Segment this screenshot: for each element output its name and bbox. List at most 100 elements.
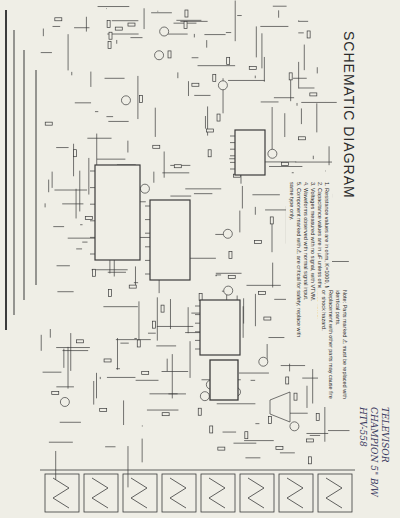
transistor-symbol — [60, 397, 69, 406]
wire — [304, 45, 305, 71]
resistor-symbol — [192, 83, 199, 86]
wire — [70, 333, 71, 371]
wire — [112, 20, 139, 21]
transistor-symbol — [218, 81, 227, 90]
wire — [75, 102, 91, 103]
resistor-symbol — [213, 74, 216, 81]
resistor-symbol — [162, 413, 169, 416]
waveform-trace — [209, 478, 225, 508]
wire — [116, 368, 120, 369]
wire — [63, 350, 89, 351]
resistor-symbol — [128, 23, 135, 26]
wire — [269, 166, 302, 167]
wire — [162, 371, 189, 372]
wire — [54, 190, 87, 191]
resistor-symbol — [115, 27, 122, 30]
handwritten-text: TELEVISOR — [379, 407, 390, 497]
wire — [134, 338, 137, 339]
wire — [79, 171, 80, 212]
resistor-symbol — [289, 73, 292, 80]
resistor-symbol — [137, 340, 140, 347]
ic-block — [235, 130, 265, 175]
wire — [301, 108, 302, 124]
wire — [157, 10, 158, 12]
resistor-symbol — [316, 413, 319, 420]
resistor-symbol — [229, 251, 232, 258]
resistor-symbol — [152, 321, 155, 328]
waveform-strip — [40, 470, 360, 512]
wire — [105, 78, 125, 79]
wire — [235, 1, 236, 42]
wire — [147, 410, 179, 411]
wire — [155, 108, 156, 137]
wire — [127, 141, 128, 153]
resistor-symbol — [270, 217, 273, 224]
wire — [170, 299, 171, 329]
wire — [252, 194, 279, 195]
wire — [206, 40, 207, 48]
wire — [198, 65, 236, 66]
wire — [310, 435, 320, 436]
wire — [107, 377, 136, 378]
wire — [56, 147, 68, 148]
resistor-symbol — [208, 150, 211, 157]
wire — [43, 372, 62, 373]
wire — [87, 138, 111, 139]
ic-pin — [230, 169, 235, 170]
wire — [105, 446, 115, 447]
waveform-box — [240, 474, 274, 512]
wire — [188, 307, 189, 333]
wire — [168, 34, 188, 35]
circuit-wiring — [6, 1, 349, 488]
wire — [215, 234, 223, 235]
wire — [185, 188, 221, 189]
wire — [63, 349, 64, 368]
resistor-symbol — [107, 21, 110, 28]
wire — [215, 275, 217, 276]
wire — [41, 52, 52, 53]
wire — [274, 97, 294, 98]
ic-pin — [230, 162, 235, 163]
transistor-symbol — [200, 392, 209, 401]
resistor-symbol — [227, 57, 230, 64]
wire — [298, 32, 303, 33]
wire — [93, 381, 94, 405]
waveform-box — [201, 474, 235, 512]
resistor-symbol — [207, 129, 214, 132]
wire — [190, 341, 191, 378]
wire — [56, 347, 90, 348]
wire — [123, 400, 124, 425]
wire — [108, 121, 128, 122]
wire — [151, 12, 172, 13]
resistor-symbol — [307, 31, 310, 38]
wire — [138, 301, 139, 345]
wire — [80, 224, 82, 225]
ic-pin — [195, 306, 200, 307]
wire — [261, 33, 262, 68]
transistor-symbol — [290, 422, 299, 431]
resistor-symbol — [254, 240, 261, 243]
note-text: 4. Waveforms observed with normal signal… — [302, 182, 309, 347]
wire — [96, 373, 97, 398]
transistor-symbol — [224, 286, 233, 295]
resistor-symbol — [93, 269, 96, 276]
handwritten-text: HTV-558 — [357, 407, 368, 497]
transistor-symbol — [121, 96, 130, 105]
wire — [245, 457, 260, 458]
transistor-symbol — [259, 357, 268, 366]
resistor-symbol — [264, 317, 271, 320]
wire — [325, 170, 327, 171]
note-text: Note: Parts marked ⚠ must be replaced wi… — [334, 290, 348, 405]
wire — [325, 100, 326, 101]
wire — [98, 6, 130, 7]
transistor-symbol — [160, 27, 169, 36]
wire — [170, 196, 191, 197]
resistor-symbol — [174, 165, 181, 168]
wire — [53, 26, 61, 27]
wire — [167, 359, 168, 372]
resistor-symbol — [168, 51, 171, 58]
wire — [301, 102, 336, 103]
wire — [130, 37, 142, 38]
handwritten-text: CHAMPION 5" B/W — [368, 407, 379, 497]
ic-pin — [195, 340, 200, 341]
